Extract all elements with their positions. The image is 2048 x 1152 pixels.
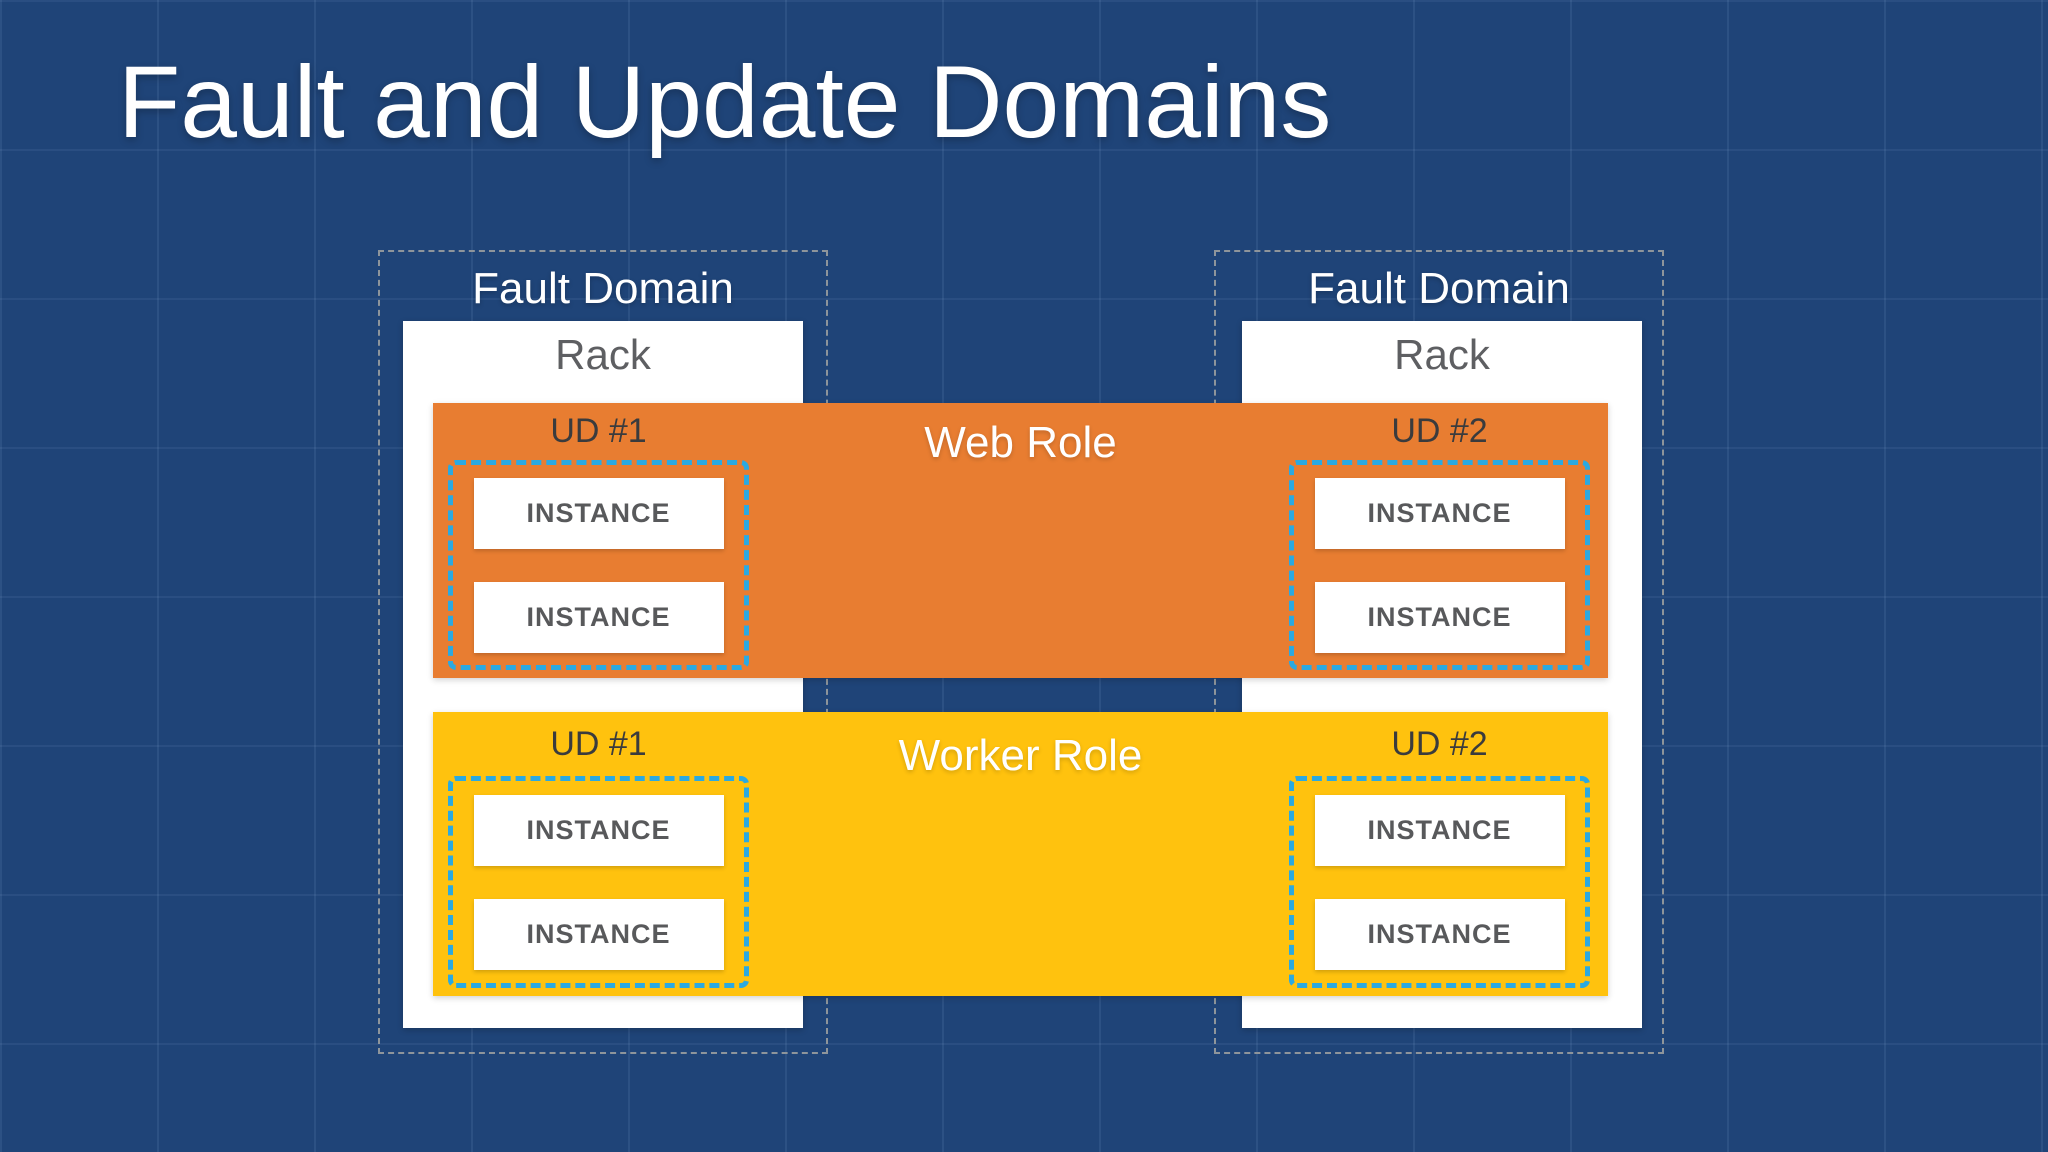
instance-box: INSTANCE bbox=[1314, 898, 1565, 970]
instance-box: INSTANCE bbox=[1314, 794, 1565, 866]
worker-role-ud1-label: UD #1 bbox=[550, 724, 647, 763]
instance-box: INSTANCE bbox=[473, 477, 724, 549]
worker-role-ud1-column: UD #1 INSTANCE INSTANCE bbox=[448, 712, 749, 996]
web-role-ud1-column: UD #1 INSTANCE INSTANCE bbox=[448, 403, 749, 678]
web-role-ud2-column: UD #2 INSTANCE INSTANCE bbox=[1289, 403, 1590, 678]
rack-label-left: Rack bbox=[555, 331, 651, 378]
rack-label-right: Rack bbox=[1394, 331, 1490, 378]
web-role-ud1-label: UD #1 bbox=[550, 412, 647, 450]
worker-role-ud2-label: UD #2 bbox=[1391, 724, 1488, 763]
slide-title: Fault and Update Domains bbox=[118, 45, 1332, 159]
worker-role-label: Worker Role bbox=[898, 731, 1143, 780]
web-role-ud1-group: INSTANCE INSTANCE bbox=[448, 460, 749, 670]
web-role-ud2-group: INSTANCE INSTANCE bbox=[1289, 460, 1590, 670]
web-role-label: Web Role bbox=[924, 418, 1117, 467]
instance-box: INSTANCE bbox=[473, 794, 724, 866]
fault-domain-label-left: Fault Domain bbox=[472, 264, 734, 313]
instance-box: INSTANCE bbox=[1314, 581, 1565, 653]
fault-domain-label-right: Fault Domain bbox=[1308, 264, 1570, 313]
instance-box: INSTANCE bbox=[473, 581, 724, 653]
worker-role-ud2-column: UD #2 INSTANCE INSTANCE bbox=[1289, 712, 1590, 996]
worker-role-ud2-group: INSTANCE INSTANCE bbox=[1289, 776, 1590, 988]
instance-box: INSTANCE bbox=[473, 898, 724, 970]
web-role-band: Web Role UD #1 INSTANCE INSTANCE UD #2 I… bbox=[433, 403, 1608, 678]
worker-role-band: Worker Role UD #1 INSTANCE INSTANCE UD #… bbox=[433, 712, 1608, 996]
web-role-ud2-label: UD #2 bbox=[1391, 412, 1488, 450]
worker-role-ud1-group: INSTANCE INSTANCE bbox=[448, 776, 749, 988]
instance-box: INSTANCE bbox=[1314, 477, 1565, 549]
